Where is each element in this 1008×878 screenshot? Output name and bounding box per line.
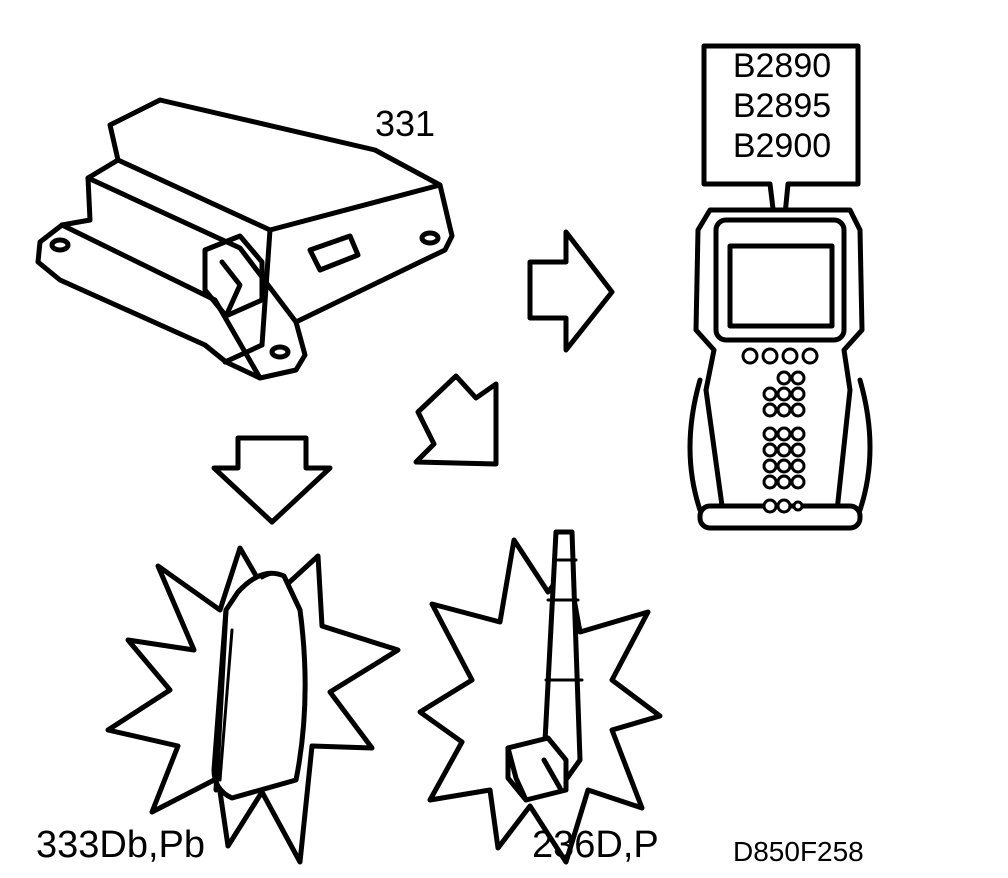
- arrow-down-icon: [211, 435, 333, 525]
- control-module-331: [35, 97, 455, 381]
- module-label: 331: [375, 103, 436, 144]
- side-airbag-333: [211, 570, 308, 801]
- reference-code: D850F258: [733, 836, 864, 867]
- impact-sensor-236: [505, 529, 584, 803]
- sensor-burst-shape: [417, 537, 663, 865]
- trouble-code: B2895: [732, 87, 832, 125]
- scan-tool-codes: B2890 B2895 B2900: [712, 46, 852, 166]
- arrow-down-right-icon: [413, 373, 499, 467]
- trouble-code: B2900: [732, 127, 832, 165]
- trouble-code: B2890: [732, 47, 832, 85]
- scan-tool-device: [687, 207, 873, 531]
- sensor-label: 236D,P: [532, 824, 659, 866]
- airbag-label: 333Db,Pb: [36, 824, 206, 866]
- arrow-right-icon: [527, 229, 615, 353]
